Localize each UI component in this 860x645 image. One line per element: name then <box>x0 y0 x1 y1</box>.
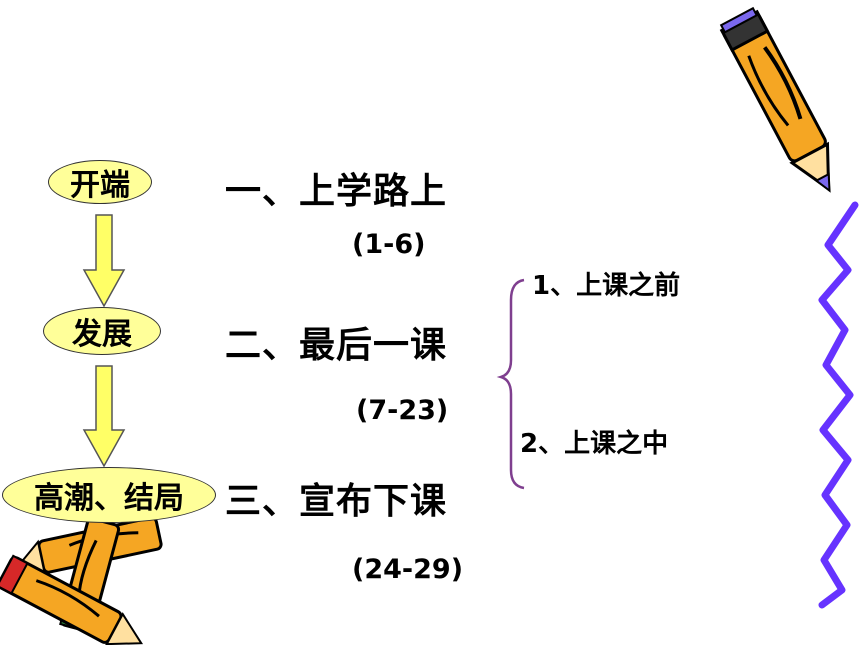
stage-label: 开端 <box>70 168 130 203</box>
subsection-1: 1、上课之前 <box>532 271 681 301</box>
section-3-title: 三、宣布下课 <box>225 481 448 522</box>
down-arrow-icon <box>82 365 126 468</box>
section-1-range: (1-6) <box>352 229 426 260</box>
subsection-2: 2、上课之中 <box>520 429 669 459</box>
section-3-range: (24-29) <box>352 554 464 585</box>
stage-development-oval: 发展 <box>43 307 161 355</box>
section-2-title: 二、最后一课 <box>225 325 448 366</box>
stage-label: 高潮、结局 <box>34 481 184 516</box>
stage-climax-oval: 高潮、结局 <box>2 467 216 523</box>
stage-start-oval: 开端 <box>48 160 152 204</box>
down-arrow-icon <box>82 214 126 308</box>
section-1-title: 一、上学路上 <box>225 171 448 212</box>
section-2-range: (7-23) <box>356 395 449 426</box>
stage-label: 发展 <box>72 317 132 352</box>
